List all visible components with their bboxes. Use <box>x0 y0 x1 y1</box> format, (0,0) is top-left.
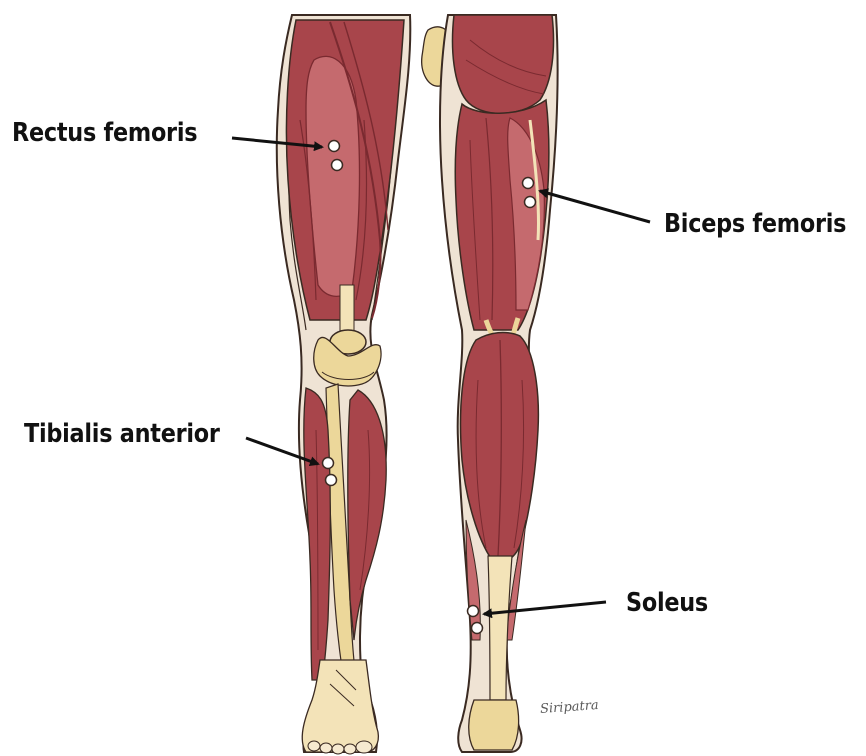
heel <box>469 700 519 750</box>
pointer-biceps-femoris <box>540 191 650 222</box>
electrode-soleus-2 <box>472 623 483 634</box>
electrode-biceps-femoris-1 <box>523 178 534 189</box>
label-soleus: Soleus <box>626 588 708 618</box>
label-rectus-femoris: Rectus femoris <box>12 118 197 148</box>
tibialis-anterior-muscle <box>304 388 331 680</box>
label-tibialis-anterior: Tibialis anterior <box>24 419 220 449</box>
label-biceps-femoris: Biceps femoris <box>664 209 846 239</box>
electrode-rectus-femoris-1 <box>329 141 340 152</box>
gluteus-maximus <box>453 15 554 114</box>
electrode-rectus-femoris-2 <box>332 160 343 171</box>
electrode-biceps-femoris-2 <box>525 197 536 208</box>
posterior-leg <box>422 15 558 752</box>
electrode-soleus-1 <box>468 606 479 617</box>
anterior-leg <box>277 15 411 754</box>
electrode-tibialis-anterior-2 <box>326 475 337 486</box>
electrode-tibialis-anterior-1 <box>323 458 334 469</box>
